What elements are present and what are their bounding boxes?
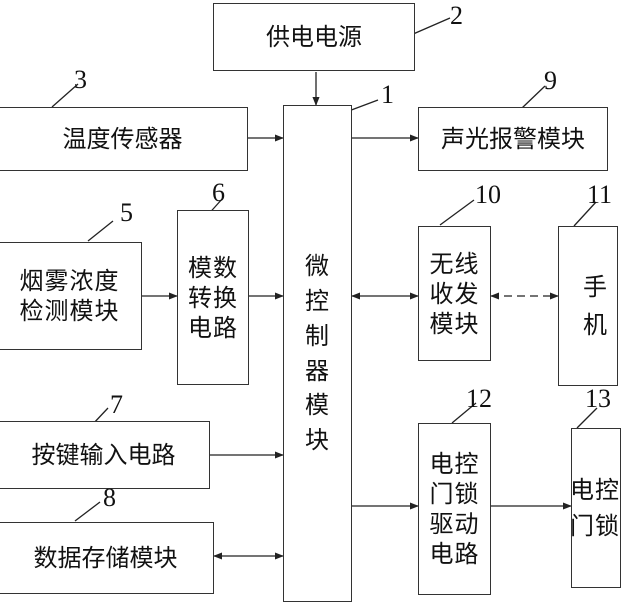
leader-3	[51, 83, 79, 108]
leader-9	[521, 85, 546, 109]
electric-lock-label: 电控 门锁	[570, 476, 620, 540]
power-supply-box: 供电电源	[213, 3, 415, 71]
connections-layer	[51, 17, 598, 560]
leader-13	[576, 407, 598, 429]
key-input-box: 按键输入电路	[0, 421, 210, 489]
ref-number-6: 6	[212, 178, 225, 207]
ref-number-1: 1	[381, 80, 394, 109]
leader-11	[573, 201, 597, 227]
ref-number-7: 7	[110, 390, 123, 419]
mobile-phone-box: 手 机	[558, 226, 618, 386]
leader-8	[74, 501, 101, 522]
data-storage-box: 数据存储模块	[0, 522, 214, 594]
ref-number-5: 5	[120, 198, 133, 227]
leader-10	[439, 199, 475, 226]
alarm-module-label: 声光报警模块	[441, 125, 585, 153]
ref-number-2: 2	[450, 1, 463, 30]
leader-5	[87, 220, 114, 242]
adc-circuit-label: 模数 转换 电路	[188, 253, 238, 342]
lock-driver-box: 电控 门锁 驱动 电路	[418, 423, 491, 595]
ref-number-8: 8	[103, 483, 116, 512]
microcontroller-label: 微 控 制 器 模 块	[305, 252, 330, 455]
alarm-module-box: 声光报警模块	[418, 107, 608, 171]
ref-number-12: 12	[466, 384, 492, 413]
ref-number-13: 13	[585, 384, 611, 413]
microcontroller-box: 微 控 制 器 模 块	[283, 105, 352, 602]
power-supply-label: 供电电源	[266, 23, 362, 51]
wireless-module-label: 无线 收发 模块	[429, 249, 480, 338]
smoke-detection-box: 烟雾浓度 检测模块	[0, 242, 142, 350]
leader-12	[451, 402, 477, 424]
mobile-phone-label: 手 机	[583, 272, 608, 339]
key-input-label: 按键输入电路	[31, 441, 176, 469]
ref-number-3: 3	[74, 65, 87, 94]
wireless-module-box: 无线 收发 模块	[418, 226, 491, 361]
ref-number-9: 9	[544, 66, 557, 95]
ref-number-11: 11	[587, 180, 613, 209]
data-storage-label: 数据存储模块	[33, 544, 178, 572]
lock-driver-label: 电控 门锁 驱动 电路	[429, 450, 480, 568]
electric-lock-box: 电控 门锁	[570, 428, 621, 588]
adc-circuit-box: 模数 转换 电路	[177, 210, 249, 385]
smoke-detection-label: 烟雾浓度 检测模块	[19, 267, 120, 325]
ref-number-10: 10	[475, 180, 501, 209]
temperature-sensor-box: 温度传感器	[0, 107, 248, 171]
temperature-sensor-label: 温度传感器	[62, 125, 183, 153]
